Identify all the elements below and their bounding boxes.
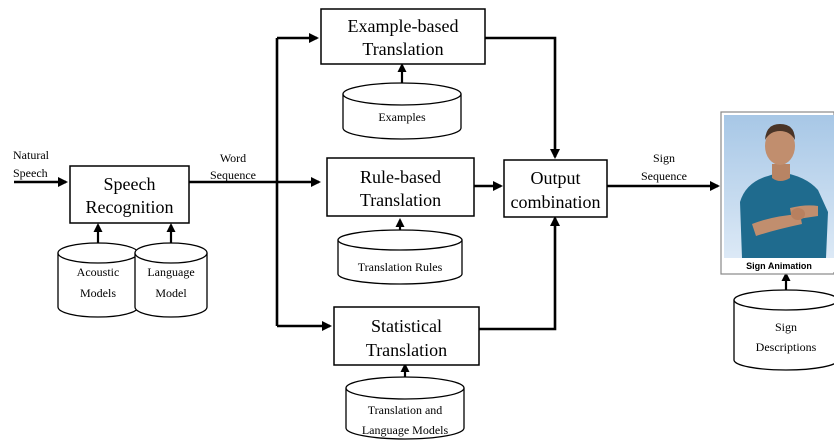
statistical-db-label-1: Translation and: [368, 403, 443, 417]
statistical-label-1: Statistical: [371, 316, 442, 336]
output-combination-box: [503, 159, 608, 218]
speech-recognition-label-2: Recognition: [86, 197, 174, 217]
rule-based-label-1: Rule-based: [360, 167, 441, 187]
statistical-db-label-2: Language Models: [362, 423, 449, 437]
translation-rules-database: Translation Rules: [337, 229, 463, 285]
rule-based-label-2: Translation: [360, 190, 441, 210]
example-based-label-2: Translation: [362, 39, 443, 59]
language-model-database: Language Model: [134, 242, 208, 318]
example-based-translation-box: [320, 8, 486, 65]
acoustic-models-label-1: Acoustic: [77, 265, 120, 279]
arrow-example-to-output: [485, 36, 560, 159]
acoustic-models-label-2: Models: [80, 286, 116, 300]
statistical-label-2: Translation: [366, 340, 447, 360]
natural-speech-label-2: Speech: [13, 166, 48, 180]
examples-database: Examples: [342, 82, 462, 140]
output-combination-label-2: combination: [511, 192, 601, 212]
acoustic-models-database: Acoustic Models: [57, 242, 139, 318]
example-based-label-1: Example-based: [348, 16, 459, 36]
sign-descriptions-label-1: Sign: [775, 320, 797, 334]
sign-sequence-label-1: Sign: [653, 151, 675, 165]
sign-descriptions-database: Sign Descriptions: [733, 289, 834, 371]
sign-sequence-label-2: Sequence: [641, 169, 687, 183]
speech-recognition-box: [69, 165, 190, 224]
output-combination-label-1: Output: [530, 168, 580, 188]
word-sequence-label-1: Word: [220, 151, 246, 165]
sign-animation-caption: Sign Animation: [746, 261, 812, 271]
translation-rules-label: Translation Rules: [358, 260, 443, 274]
sign-animation-avatar: Sign Animation: [720, 111, 834, 275]
language-model-label-2: Model: [155, 286, 187, 300]
arrow-statistical-to-output: [479, 216, 560, 331]
statistical-translation-box: [333, 306, 480, 366]
natural-speech-label-1: Natural: [13, 148, 50, 162]
examples-label: Examples: [378, 110, 426, 124]
sign-descriptions-label-2: Descriptions: [756, 340, 817, 354]
language-model-label-1: Language: [147, 265, 194, 279]
translation-language-models-database: Translation and Language Models: [345, 376, 465, 440]
word-sequence-label-2: Sequence: [210, 168, 256, 182]
speech-recognition-label-1: Speech: [104, 174, 156, 194]
rule-based-translation-box: [326, 157, 475, 217]
